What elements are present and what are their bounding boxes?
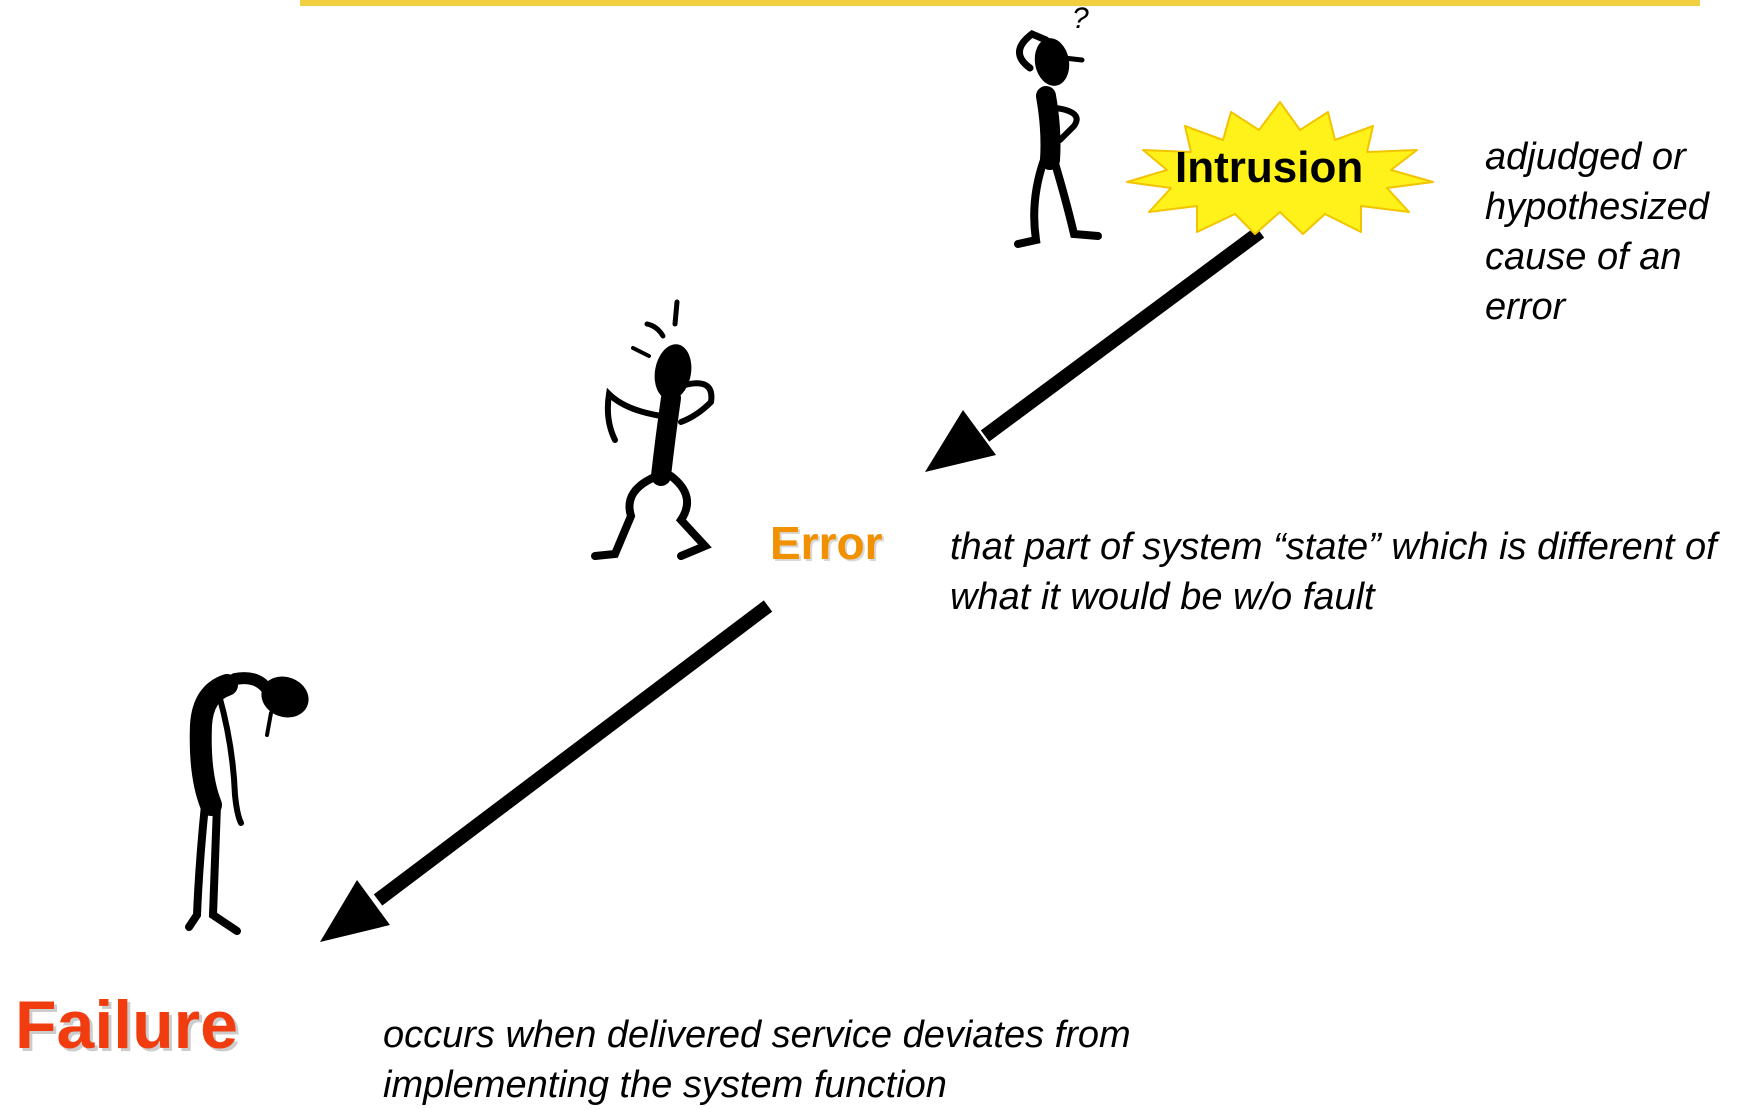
intrusion-burst-icon <box>1126 101 1434 235</box>
arrow-shaft <box>980 226 1265 442</box>
arrow-intrusion-to-error <box>925 226 1265 472</box>
confused-stick-figure-icon: ? <box>1014 2 1102 248</box>
dejected-stick-figure-icon <box>185 672 309 935</box>
intrusion-description: adjudged or hypothesized cause of an err… <box>1485 136 1709 328</box>
arrow-shaft <box>373 600 773 906</box>
intrusion-label: Intrusion <box>1175 143 1364 192</box>
panicked-stick-figure-icon <box>591 299 715 560</box>
arrow-head <box>320 880 390 942</box>
error-label: Error <box>770 517 883 569</box>
failure-label: Failure <box>15 987 238 1063</box>
failure-description: occurs when delivered service deviates f… <box>383 1014 1131 1106</box>
svg-text:?: ? <box>1072 2 1089 35</box>
top-band <box>300 0 1700 6</box>
arrow-head <box>925 410 996 472</box>
arrow-error-to-failure <box>320 600 773 942</box>
error-description: that part of system “state” which is dif… <box>950 526 1717 618</box>
